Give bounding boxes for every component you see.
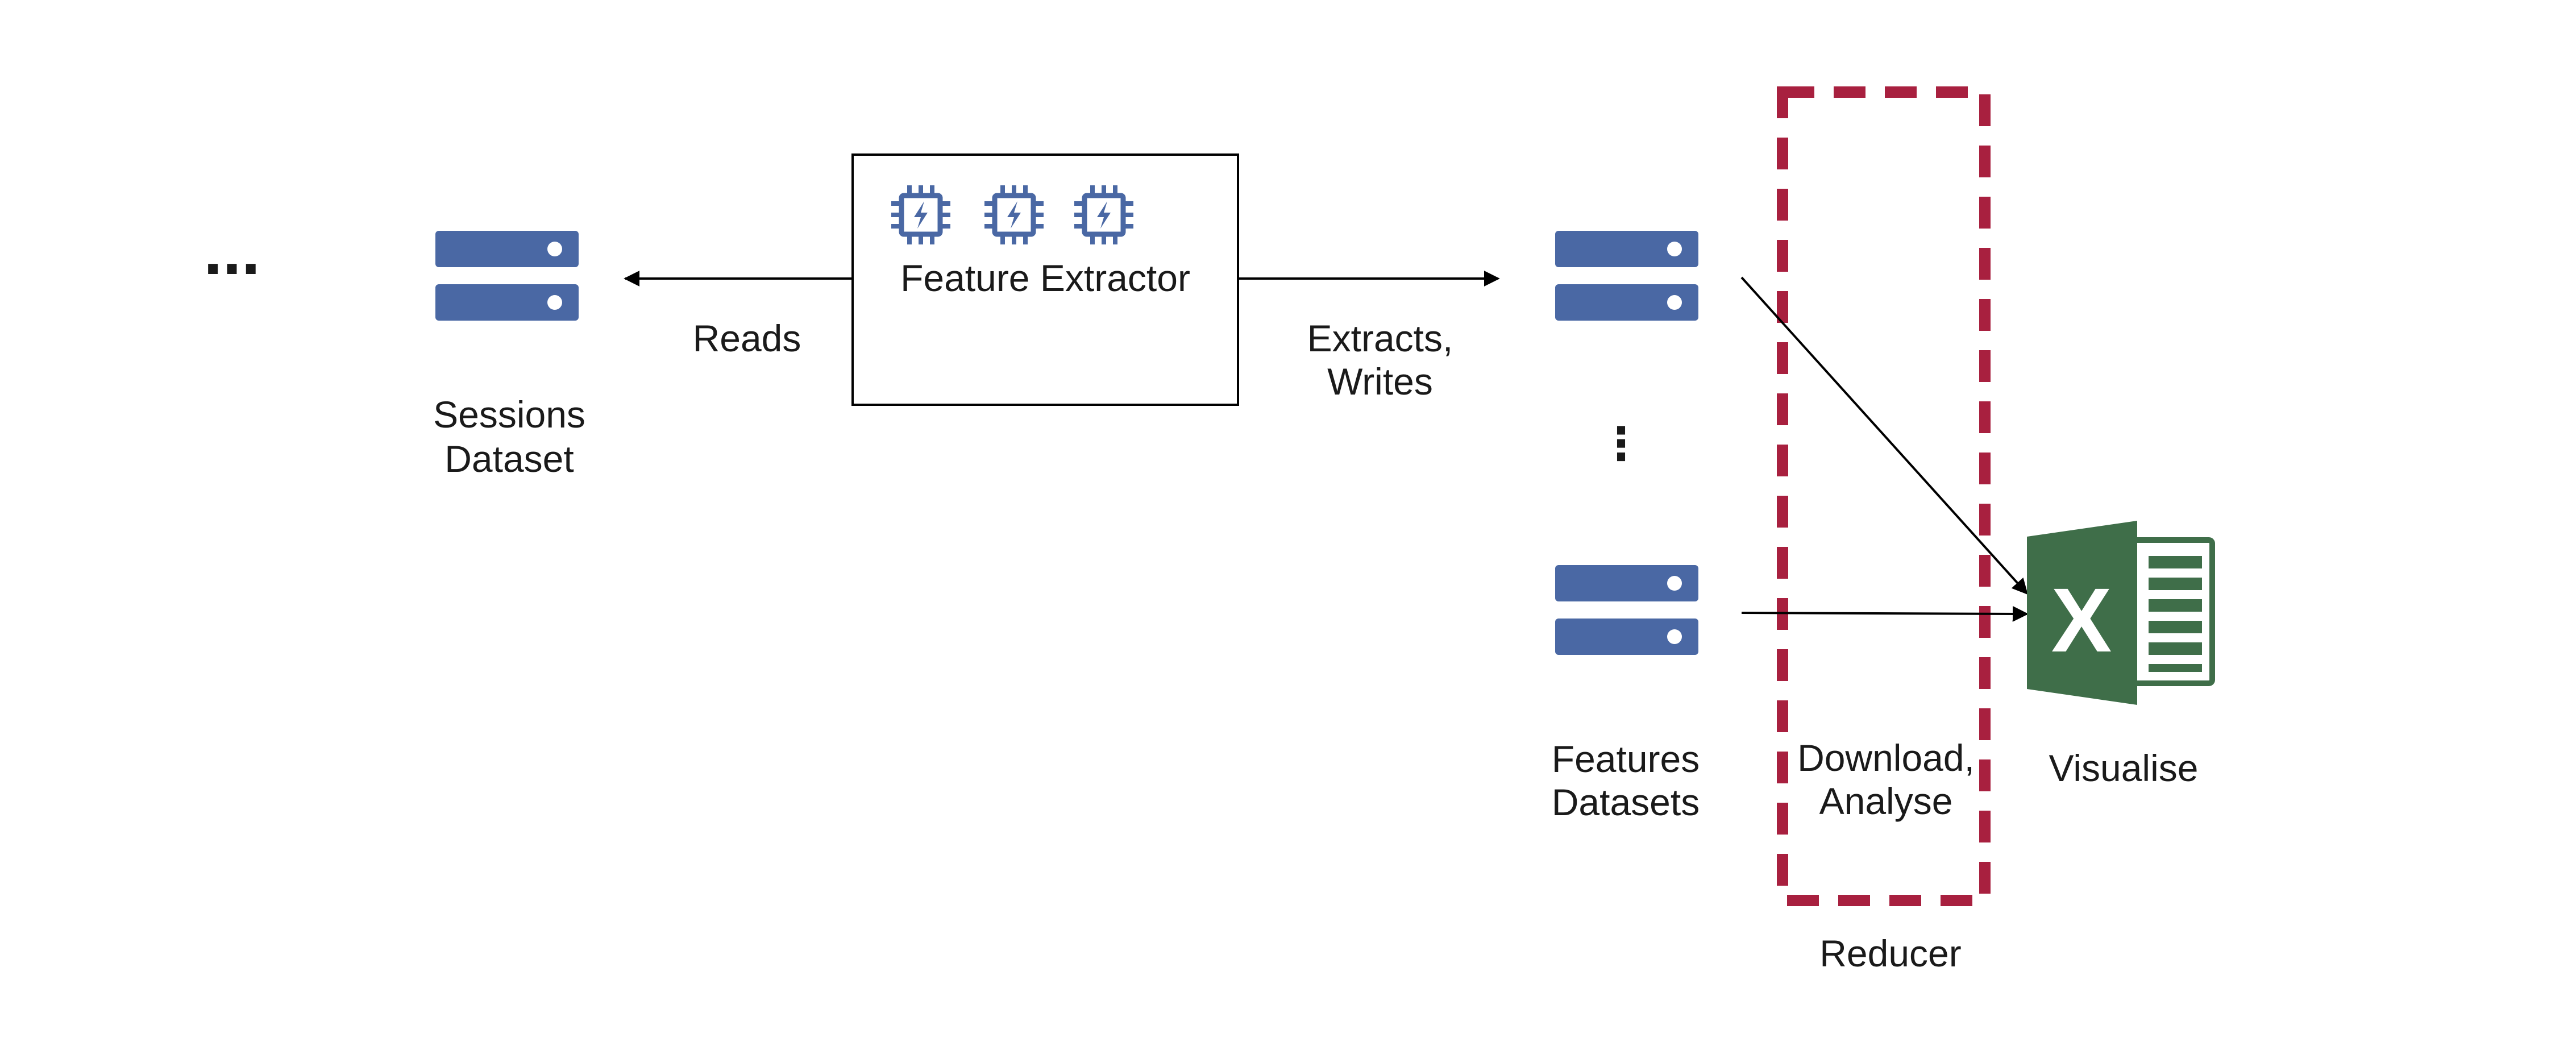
sessions-label-line2: Dataset	[444, 438, 574, 480]
features-label-line2: Datasets	[1552, 781, 1700, 823]
extracts-label-line1: Extracts,	[1307, 317, 1453, 359]
reads-label: Reads	[693, 317, 801, 359]
features-label-line1: Features	[1552, 738, 1700, 780]
leading-ellipsis: ...	[203, 213, 260, 289]
svg-text:X: X	[2051, 569, 2112, 671]
reducer-label: Reducer	[1819, 932, 1961, 974]
features-vertical-ellipsis: ⋮	[1598, 418, 1644, 469]
sessions-server-icon	[435, 231, 579, 321]
reducer-inner-line1: Download,	[1797, 737, 1975, 779]
features-server-icon	[1555, 231, 1698, 321]
reducer-inner-line2: Analyse	[1819, 780, 1953, 822]
download-arrow-horizontal	[1741, 605, 2029, 622]
visualise-label: Visualise	[2049, 747, 2199, 789]
excel-icon: X	[2027, 521, 2215, 705]
download-arrow-diagonal	[1740, 276, 2028, 595]
extracts-label-line2: Writes	[1327, 360, 1433, 402]
features-server-icon	[1555, 565, 1698, 655]
reducer-box	[1777, 86, 1991, 906]
feature-extractor-label: Feature Extractor	[900, 257, 1190, 299]
sessions-label-line1: Sessions	[433, 393, 585, 435]
